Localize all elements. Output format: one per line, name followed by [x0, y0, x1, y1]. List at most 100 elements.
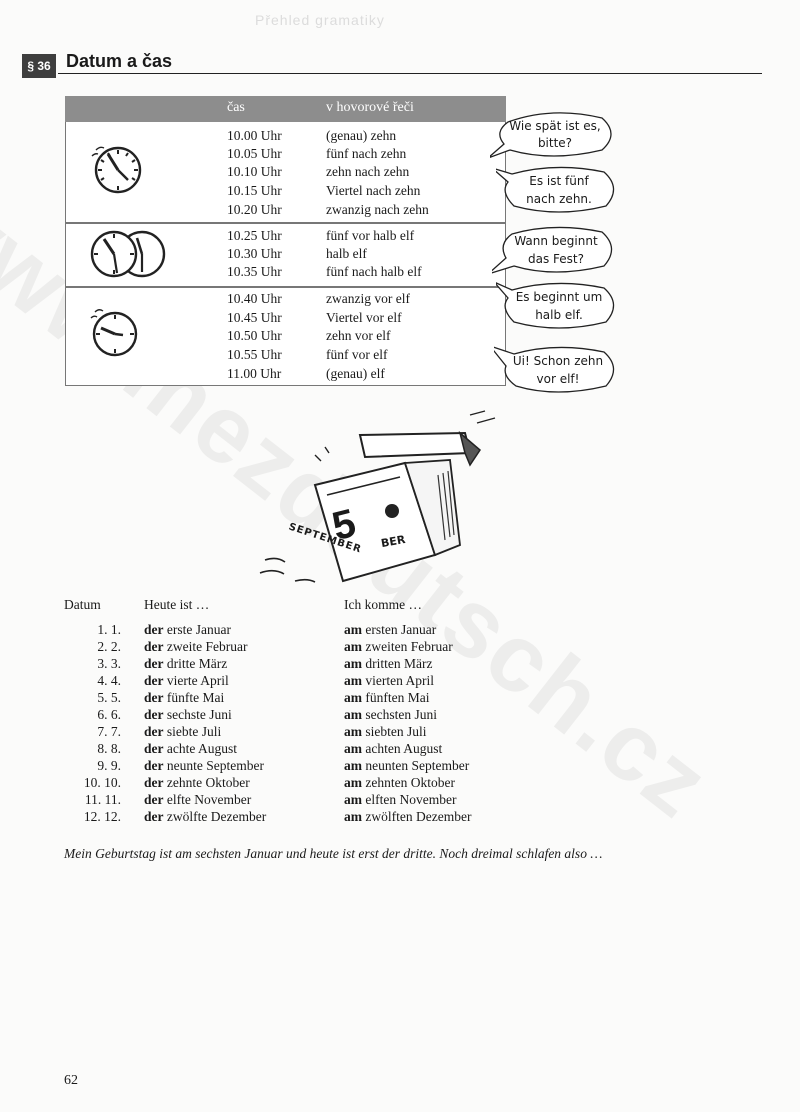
date-cell: 7. 7. [97, 724, 121, 739]
speech-cell: (genau) zehn [326, 128, 397, 143]
speech-cell: Viertel nach zehn [326, 183, 421, 198]
ordinal-phrase: erste Januar [166, 622, 231, 637]
preposition: am [344, 724, 362, 739]
time-cell: 10.30 Uhr [227, 246, 282, 261]
speech-cell: (genau) elf [326, 366, 385, 381]
ordinal-phrase: dritte März [166, 656, 228, 671]
today-cell: der siebte Juli [144, 724, 221, 740]
col-header-date: Datum [64, 597, 101, 612]
bubble-line: Es beginnt um [515, 290, 603, 304]
today-cell: der vierte April [144, 673, 229, 689]
preposition: am [344, 673, 362, 688]
ordinal-phrase: fünften Mai [365, 690, 430, 705]
coming-cell: am dritten März [344, 656, 432, 672]
article: der [144, 673, 164, 688]
time-cell: 11.00 Uhr [227, 366, 282, 381]
speech-cell: fünf vor elf [326, 347, 388, 362]
date-cell: 2. 2. [97, 639, 121, 654]
speech-bubble: Es ist fünf nach zehn. [496, 164, 622, 216]
coming-cell: am zehnten Oktober [344, 775, 455, 791]
article: der [144, 622, 164, 637]
calendar-icon [259, 410, 496, 583]
today-cell: der zweite Februar [144, 639, 247, 655]
ordinal-phrase: elfte November [166, 792, 252, 807]
bubble-line: halb elf. [535, 308, 583, 322]
section-title: Datum a čas [66, 51, 173, 71]
coming-cell: am fünften Mai [344, 690, 429, 706]
header-rule [58, 73, 762, 74]
date-cell: 12. 12. [83, 809, 121, 824]
today-cell: der neunte September [144, 758, 264, 774]
date-cell: 4. 4. [97, 673, 121, 688]
time-cell: 10.25 Uhr [227, 228, 282, 243]
col-header-coming: Ich komme … [344, 597, 422, 612]
article: der [144, 656, 164, 671]
date-cell: 8. 8. [97, 741, 121, 756]
clock-icon [90, 309, 138, 357]
speech-cell: fünf vor halb elf [326, 228, 415, 243]
coming-cell: am neunten September [344, 758, 469, 774]
ordinal-phrase: zehnten Oktober [365, 775, 455, 790]
today-cell: der dritte März [144, 656, 227, 672]
clock-icon [91, 146, 142, 194]
bubble-line: Es ist fünf [529, 174, 589, 188]
time-cell: 10.50 Uhr [227, 328, 282, 343]
article: der [144, 775, 164, 790]
coming-cell: am sechsten Juni [344, 707, 437, 723]
ordinal-phrase: siebte Juli [166, 724, 222, 739]
time-cell: 10.35 Uhr [227, 264, 282, 279]
preposition: am [344, 758, 362, 773]
today-cell: der fünfte Mai [144, 690, 224, 706]
page-number: 62 [64, 1073, 78, 1088]
speech-bubble: Wie spät ist es, bitte? [490, 110, 620, 160]
bubble-line: Ui! Schon zehn [512, 354, 604, 368]
bubble-line: vor elf! [536, 372, 580, 386]
calendar-illustration: 5 SEPTEMBER BER [255, 405, 515, 585]
speech-cell: fünf nach zehn [326, 146, 407, 161]
coming-cell: am siebten Juli [344, 724, 427, 740]
article: der [144, 707, 164, 722]
article: der [144, 809, 164, 824]
section-number-badge: § 36 [22, 54, 56, 78]
date-cell: 5. 5. [97, 690, 121, 705]
col-header-time: čas [227, 100, 245, 115]
group-separator [65, 222, 506, 224]
speech-cell: Viertel vor elf [326, 310, 402, 325]
preposition: am [344, 639, 362, 654]
speech-bubble: Wann beginnt das Fest? [492, 224, 620, 276]
bubble-line: das Fest? [528, 252, 584, 266]
article: der [144, 639, 164, 654]
ordinal-phrase: elften November [365, 792, 457, 807]
article: der [144, 741, 164, 756]
date-cell: 11. 11. [84, 792, 121, 807]
speech-cell: halb elf [326, 246, 367, 261]
coming-cell: am vierten April [344, 673, 434, 689]
date-cell: 3. 3. [97, 656, 121, 671]
ordinal-phrase: neunte September [166, 758, 264, 773]
col-header-today: Heute ist … [144, 597, 210, 612]
ordinal-phrase: achte August [166, 741, 237, 756]
time-cell: 10.45 Uhr [227, 310, 282, 325]
today-cell: der zwölfte Dezember [144, 809, 266, 825]
ordinal-phrase: ersten Januar [365, 622, 437, 637]
preposition: am [344, 809, 362, 824]
article: der [144, 758, 164, 773]
coming-cell: am zweiten Februar [344, 639, 453, 655]
ordinal-phrase: zwölfte Dezember [166, 809, 267, 824]
today-cell: der erste Januar [144, 622, 231, 638]
coming-cell: am ersten Januar [344, 622, 436, 638]
ordinal-phrase: vierte April [166, 673, 229, 688]
coming-cell: am zwölften Dezember [344, 809, 471, 825]
speech-cell: zwanzig vor elf [326, 291, 410, 306]
time-table-header [65, 96, 506, 122]
speech-bubble: Ui! Schon zehn vor elf! [494, 344, 622, 396]
date-cell: 6. 6. [97, 707, 121, 722]
speech-cell: zehn vor elf [326, 328, 391, 343]
bubble-line: Wie spät ist es, [509, 119, 601, 133]
bubble-line: Wann beginnt [514, 234, 598, 248]
time-cell: 10.40 Uhr [227, 291, 282, 306]
ordinal-phrase: achten August [365, 741, 443, 756]
two-clocks-icon [90, 230, 166, 278]
ordinal-phrase: sechsten Juni [365, 707, 437, 722]
ordinal-phrase: sechste Juni [166, 707, 232, 722]
